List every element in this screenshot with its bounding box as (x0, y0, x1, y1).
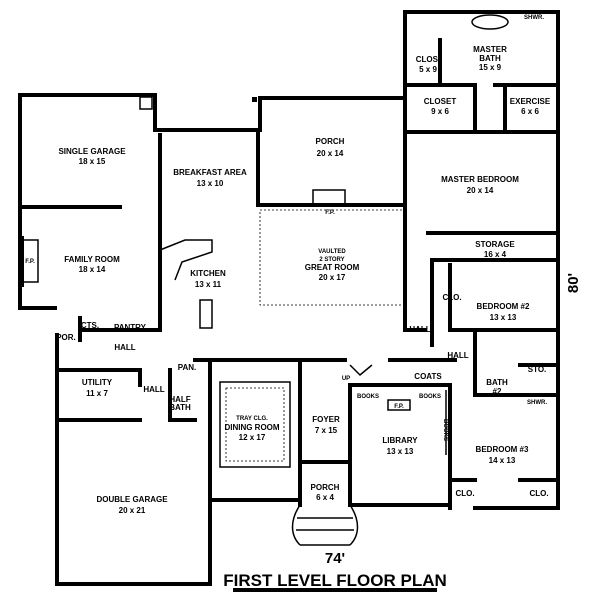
porch-front-name: PORCH (311, 483, 340, 492)
clos-a-name: CLOS. (416, 55, 440, 64)
single-garage-name: SINGLE GARAGE (58, 147, 126, 156)
master-bath-name2: BATH (479, 54, 501, 63)
bed3-name: BEDROOM #3 (476, 445, 529, 454)
great-name: GREAT ROOM (305, 263, 360, 272)
fp-library-label: F.P. (394, 404, 404, 410)
closet-size: 9 x 6 (431, 107, 449, 116)
foyer-size: 7 x 15 (315, 426, 338, 435)
bed3-size: 14 x 13 (489, 456, 516, 465)
shwr2-label: SHWR. (527, 400, 547, 406)
depth-dimension: 80' (565, 273, 582, 293)
pan-label: PAN. (178, 363, 197, 372)
fp-family-label: F.P. (25, 259, 35, 265)
master-bed-size: 20 x 14 (467, 186, 494, 195)
half-bath-label-2: BATH (169, 403, 191, 412)
double-garage-size: 20 x 21 (119, 506, 146, 515)
sto-label: STO. (528, 365, 547, 374)
exercise-name: EXERCISE (510, 97, 551, 106)
up-label: UP (342, 376, 350, 382)
closet-name: CLOSET (424, 97, 457, 106)
kitchen-name: KITCHEN (190, 269, 226, 278)
coats-label: COATS (414, 372, 442, 381)
utility-name: UTILITY (82, 378, 113, 387)
half-bath-label-1: HALF (169, 395, 190, 404)
hall-label-2: HALL (143, 385, 164, 394)
foyer-name: FOYER (312, 415, 340, 424)
library-name: LIBRARY (382, 436, 418, 445)
clo-bed3b-label: CLO. (529, 489, 548, 498)
great-2story: 2 STORY (319, 257, 344, 263)
hall-label-1: HALL (114, 343, 135, 352)
single-garage-size: 18 x 15 (79, 157, 106, 166)
double-garage-name: DOUBLE GARAGE (96, 495, 168, 504)
family-name: FAMILY ROOM (64, 255, 120, 264)
storage-size: 16 x 4 (484, 250, 507, 259)
pantry-label: PANTRY (114, 323, 147, 332)
clo-bed2-label: CLO. (442, 293, 461, 302)
porch-rear-name: PORCH (316, 137, 345, 146)
storage-name: STORAGE (475, 240, 515, 249)
dining-name: DINING ROOM (224, 423, 279, 432)
family-size: 18 x 14 (79, 265, 106, 274)
breakfast-size: 13 x 10 (197, 179, 224, 188)
dining-size: 12 x 17 (239, 433, 266, 442)
books-label-2: BOOKS (419, 394, 441, 400)
plan-title: FIRST LEVEL FLOOR PLAN (223, 571, 447, 590)
details (21, 14, 509, 546)
small-labels: SHWR. CLO. CLO. CLO. HALL HALL HALL HALL… (25, 15, 548, 498)
porch-rear-size: 20 x 14 (317, 149, 344, 158)
master-bed-name: MASTER BEDROOM (441, 175, 519, 184)
por-label: POR. (56, 333, 76, 342)
kitchen-size: 13 x 11 (195, 280, 222, 289)
great-size: 20 x 17 (319, 273, 346, 282)
bed2-name: BEDROOM #2 (477, 302, 530, 311)
shwr-label: SHWR. (524, 15, 544, 21)
bed2-size: 13 x 13 (490, 313, 517, 322)
fp-great-label: F.P. (325, 210, 335, 216)
master-bath-name1: MASTER (473, 45, 507, 54)
cts-label: CTS. (81, 321, 99, 330)
bath2-name: BATH (486, 378, 508, 387)
master-bath-size: 15 x 9 (479, 63, 502, 72)
library-size: 13 x 13 (387, 447, 414, 456)
room-labels: SINGLE GARAGE 18 x 15 BREAKFAST AREA 13 … (58, 45, 550, 515)
bath2-size: #2 (493, 387, 502, 396)
exercise-size: 6 x 6 (521, 107, 539, 116)
hall-label-3: HALL (409, 325, 430, 334)
utility-size: 11 x 7 (86, 389, 108, 398)
great-vaulted: VAULTED (318, 249, 346, 255)
width-dimension: 74' (325, 550, 345, 567)
clos-a-size: 5 x 9 (419, 65, 437, 74)
dining-tray: TRAY CLG. (236, 416, 268, 422)
books-label-1: BOOKS (357, 394, 379, 400)
clo-bed3a-label: CLO. (455, 489, 474, 498)
books-label-3: BOOKS (442, 419, 448, 441)
hall-label-4: HALL (447, 351, 468, 360)
porch-front-size: 6 x 4 (316, 493, 334, 502)
breakfast-name: BREAKFAST AREA (173, 168, 247, 177)
